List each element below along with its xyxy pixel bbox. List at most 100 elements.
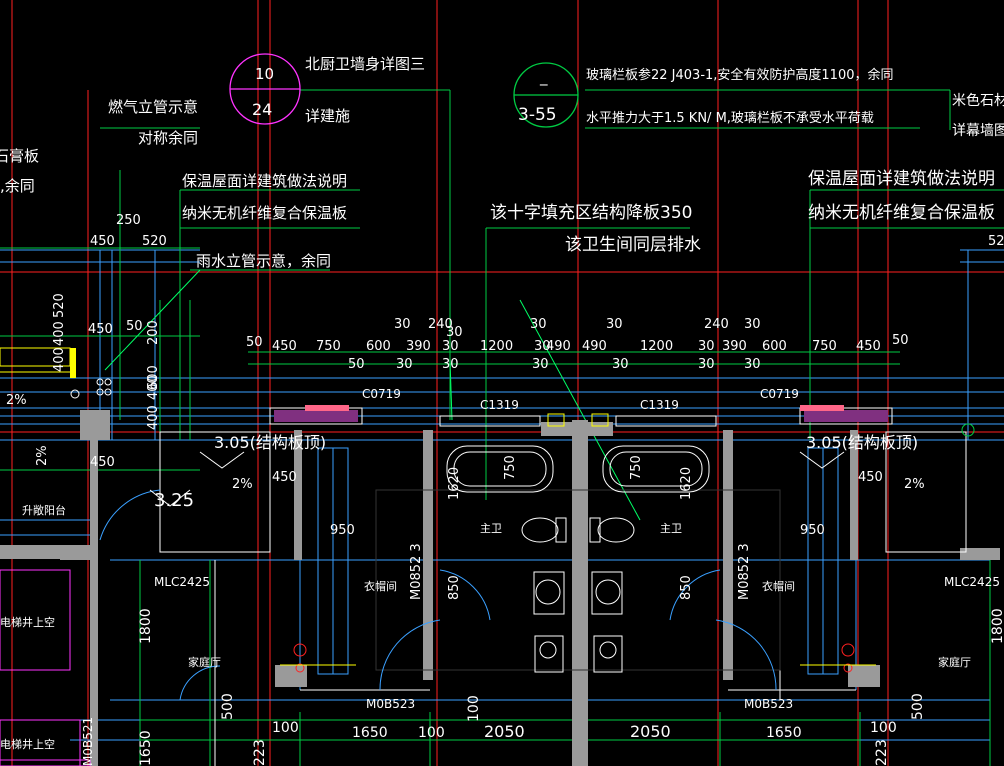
fixtures [70, 378, 855, 673]
cross-fill-area [375, 489, 781, 671]
dim-lower-small-6: 30 [744, 357, 761, 372]
dim-450-plan-b: 450 [272, 470, 297, 485]
dim-upper-15: 450 [856, 339, 881, 354]
callout-right-bottom: 3-55 [518, 105, 557, 125]
dim-1620-a: 1620 [447, 467, 462, 500]
dim-row-upper-small: 30 240 30 30 30 240 30 [394, 317, 761, 340]
dim-100-d: 100 [870, 720, 897, 736]
dim-upper-5: 30 [442, 339, 459, 354]
door-mob523-a: M0B523 [366, 697, 415, 711]
dim-upper-small-4: 30 [606, 317, 623, 332]
dim-upper-3: 600 [366, 339, 391, 354]
bathtub-left [446, 445, 554, 493]
note-cross-fill: 该十字填充区结构降板350 [490, 203, 692, 223]
door-frames [70, 348, 844, 411]
dim-lower-small-0: 50 [348, 357, 365, 372]
dim-250: 250 [116, 213, 141, 228]
note-gas-riser-1: 燃气立管示意 [108, 98, 198, 116]
dim-lower-small-2: 30 [442, 357, 459, 372]
magenta-elements [0, 410, 888, 766]
dim-52: 52 [988, 234, 1004, 249]
dim-upper-9: 490 [582, 339, 607, 354]
dim-upper-8: 490 [546, 339, 571, 354]
dim-1650-vert: 1650 [138, 730, 154, 766]
structure-walls [0, 410, 1000, 766]
dim-upper-2: 750 [316, 339, 341, 354]
lift-shaft-1: 电梯井上空 [0, 615, 55, 629]
dim-400-v2: 400 [52, 347, 67, 372]
dim-lower-small-3: 30 [532, 357, 549, 372]
door-mob521: M0B521 [81, 717, 95, 766]
dim-2050-left: 2050 [484, 722, 525, 741]
dim-upper-12: 390 [722, 339, 747, 354]
dim-upper-small-1: 240 [428, 317, 453, 332]
door-swings [99, 489, 777, 701]
room-closet-left: 衣帽间 [364, 579, 397, 593]
dim-100-c: 100 [466, 695, 482, 722]
callout-right-top: _ [539, 68, 548, 87]
dim-850-b: 850 [679, 575, 694, 600]
dim-500-left: 500 [220, 693, 236, 720]
dim-400-v1: 400 [52, 321, 67, 346]
dim-upper-0: 50 [246, 335, 263, 350]
note-glass-rail-2: 水平推力大于1.5 KN/ M,玻璃栏板不承受水平荷载 [586, 111, 874, 126]
room-master-bath-left: 主卫 [480, 522, 502, 535]
note-stone-1: 米色石材 [952, 92, 1004, 109]
lift-shaft-2: 电梯井上空 [0, 737, 55, 751]
dim-520-v: 520 [52, 293, 67, 318]
slope-1: 2% [6, 393, 27, 408]
dimension-lines [0, 89, 1004, 766]
dim-2050-right: 2050 [630, 722, 671, 741]
room-family-left: 家庭厅 [188, 655, 221, 669]
yellow-details [0, 347, 876, 666]
dim-lower-small-5: 30 [698, 357, 715, 372]
note-kitchen-title: 北厨卫墙身详图三 [305, 55, 425, 73]
note-stone-2: 详幕墙图 [952, 123, 1004, 139]
note-bath-floor: 该卫生间同层排水 [565, 235, 701, 255]
dim-950-b: 950 [800, 523, 825, 538]
dim-upper-16: 50 [892, 333, 909, 348]
dim-50-a: 50 [126, 319, 143, 334]
dim-1620-b: 1620 [679, 467, 694, 500]
dim-400-v3: 400 [146, 375, 161, 400]
note-roof-right-2: 纳米无机纤维复合保温板 [808, 203, 995, 223]
note-roof-left-2: 纳米无机纤维复合保温板 [182, 204, 347, 222]
bathtub-right [602, 445, 710, 493]
window-c1319-left: C1319 [480, 398, 519, 412]
dim-row-upper: 50 450 750 600 390 30 1200 30 490 490 12… [246, 333, 909, 354]
room-balcony: 升敞阳台 [22, 503, 66, 517]
door-m0852-b: M0852 3 [737, 543, 752, 600]
window-c0719-right: C0719 [760, 387, 799, 401]
level-balcony: 3.25 [154, 490, 194, 511]
dim-850-a: 850 [447, 575, 462, 600]
note-roof-right-1: 保温屋面详建筑做法说明 [808, 169, 995, 189]
dim-223-a: 223 [252, 739, 268, 766]
dim-lower-small-4: 30 [612, 357, 629, 372]
dim-450-plan-c: 450 [858, 470, 883, 485]
note-roof-left-1: 保温屋面详建筑做法说明 [182, 172, 347, 190]
dim-upper-small-6: 30 [744, 317, 761, 332]
level-markers [149, 451, 845, 507]
dim-upper-small-2: 30 [446, 325, 463, 340]
dim-223-b: 223 [874, 739, 890, 766]
note-gypsum-1: 石膏板 [0, 147, 39, 165]
dim-upper-small-0: 30 [394, 317, 411, 332]
dim-450-plan-a: 450 [90, 455, 115, 470]
shower-drains [317, 447, 839, 675]
dim-upper-13: 600 [762, 339, 787, 354]
window-c1319-right: C1319 [640, 398, 679, 412]
dim-upper-11: 30 [698, 339, 715, 354]
dim-1800-right: 1800 [990, 608, 1004, 644]
slope-3: 2% [232, 477, 253, 492]
dim-upper-1: 450 [272, 339, 297, 354]
note-detail-ref: 详建施 [305, 107, 350, 125]
dim-lower-small-1: 30 [396, 357, 413, 372]
dim-950-a: 950 [330, 523, 355, 538]
leader-lines [104, 269, 641, 521]
note-gas-riser-2: 对称余同 [138, 129, 198, 147]
window-mlc2425-left: MLC2425 [154, 575, 210, 589]
dim-400-v4: 400 [146, 405, 161, 430]
dim-upper-small-5: 240 [704, 317, 729, 332]
dim-750-b: 750 [629, 455, 644, 480]
